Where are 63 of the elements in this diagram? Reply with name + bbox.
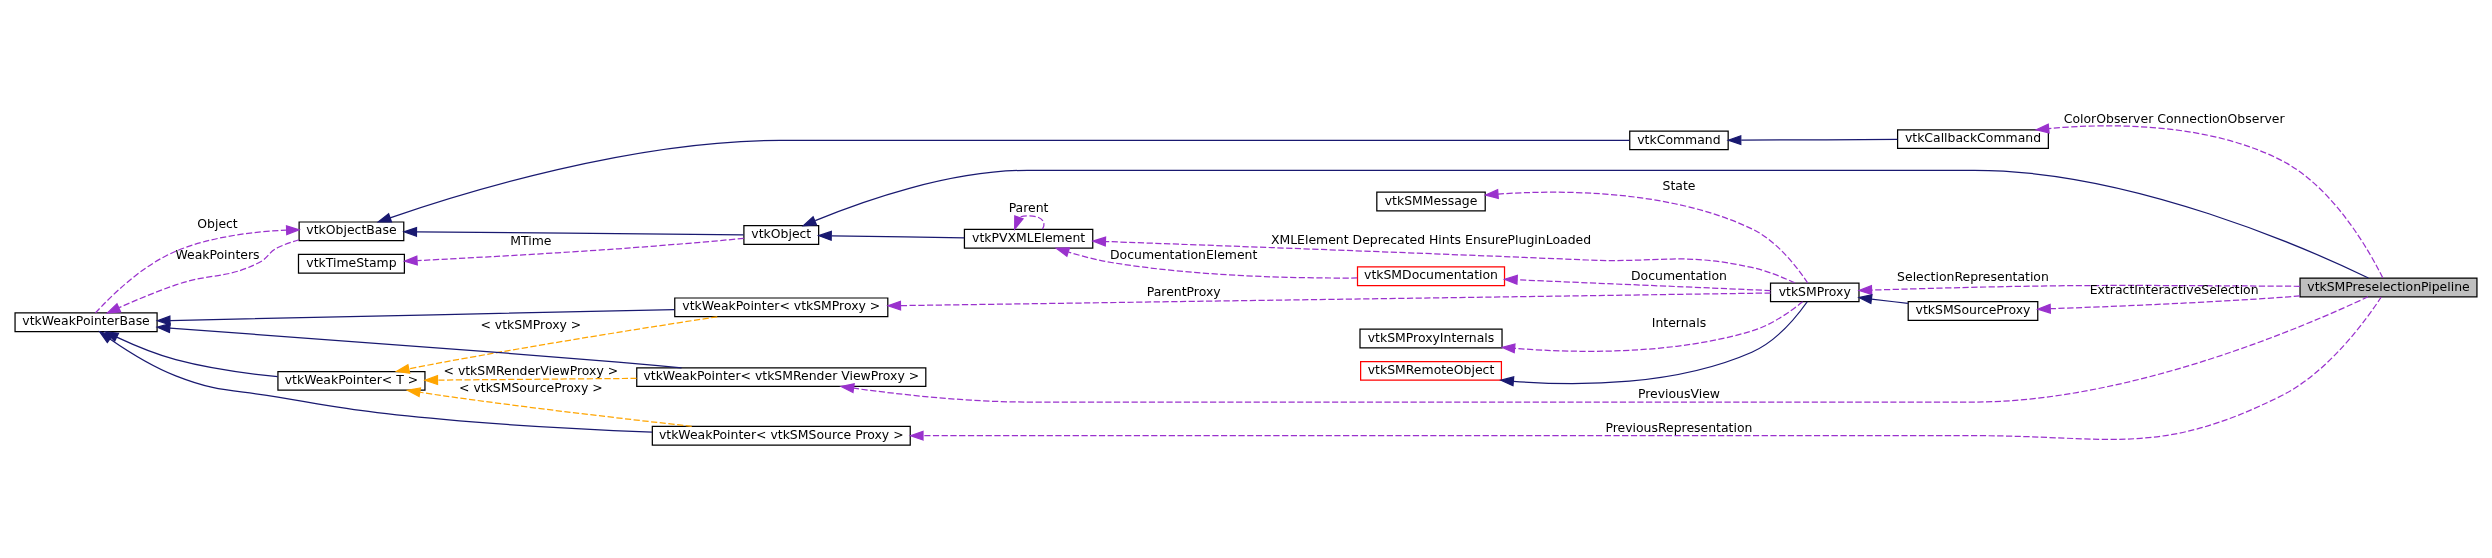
node-box: vtkWeakPointer< vtkSMProxy > <box>674 297 889 318</box>
edge-label: Documentation <box>1631 267 1727 283</box>
node-box: vtkSMDocumentation <box>1356 266 1506 287</box>
node-box: vtkPVXMLElement <box>963 228 1094 249</box>
edge-label: XMLElement Deprecated Hints EnsurePluginLoaded <box>1270 231 1592 247</box>
edge-label: PreviousRepresentation <box>1605 419 1753 435</box>
arrow <box>405 387 693 427</box>
arrow <box>423 374 638 386</box>
edge-label: Internals <box>1651 315 1707 331</box>
edge-label: < vtkSMProxy > <box>480 316 582 332</box>
edge-label: State <box>1662 178 1696 194</box>
node-box: vtkSMPreselectionPipeline <box>2299 277 2478 298</box>
arrow <box>1857 293 1909 305</box>
node-box: vtkSMProxyInternals <box>1359 328 1503 349</box>
arrow <box>1091 236 1796 284</box>
arrow <box>801 169 2370 279</box>
arrow <box>2035 295 2301 314</box>
edge-label: WeakPointers <box>175 246 260 262</box>
arrow <box>155 322 683 369</box>
node-box: vtkSMSourceProxy <box>1907 301 2039 322</box>
node-box: vtkSMProxy <box>1769 282 1860 303</box>
arrow <box>1500 301 1804 354</box>
arrow <box>376 139 1631 223</box>
edge-label: Parent <box>1008 200 1049 216</box>
arrow <box>1857 284 2301 296</box>
edge-label: Object <box>197 215 238 231</box>
arrow <box>94 224 301 314</box>
edge-label: SelectionRepresentation <box>1897 269 2049 285</box>
node-box: vtkWeakPointer< T > <box>277 370 426 391</box>
arrow <box>886 292 1772 311</box>
edge-label: ExtractInteractiveSelection <box>2089 281 2259 297</box>
node-box: vtkObjectBase <box>298 221 405 242</box>
arrow <box>839 296 2369 403</box>
arrow <box>1726 134 1899 146</box>
arrow <box>816 230 965 242</box>
edge-label: ColorObserver ConnectionObserver <box>2063 110 2285 126</box>
edge-label: MTime <box>510 233 552 249</box>
arrow <box>105 239 300 314</box>
node-box: vtkTimeStamp <box>297 253 405 274</box>
node-box: vtkCallbackCommand <box>1897 129 2049 150</box>
edge-label: < vtkSMSourceProxy > <box>459 380 603 396</box>
node-box: vtkWeakPointer< vtkSMRender ViewProxy > <box>636 367 927 388</box>
edge-label: DocumentationElement <box>1110 246 1258 262</box>
arrow <box>1499 301 1808 387</box>
edge-label: ParentProxy <box>1146 284 1221 300</box>
arrow <box>2034 123 2384 279</box>
arrow <box>155 309 676 326</box>
arrow <box>908 296 2382 441</box>
arrow <box>1502 274 1772 292</box>
arrow <box>402 237 745 266</box>
node-box: vtkCommand <box>1629 130 1729 151</box>
node-box: vtkObject <box>743 225 820 246</box>
arrow <box>1014 215 1045 231</box>
arrow <box>394 316 718 374</box>
node-box: vtkWeakPointerBase <box>14 312 158 333</box>
node-box: vtkWeakPointer< vtkSMSource Proxy > <box>651 425 911 446</box>
edge-label: < vtkSMRenderViewProxy > <box>443 362 619 378</box>
node-box: vtkSMMessage <box>1376 191 1486 212</box>
edge-label: PreviousView <box>1637 386 1720 402</box>
arrow <box>1054 247 1358 279</box>
arrow <box>1483 188 1809 284</box>
node-box: vtkSMRemoteObject <box>1360 360 1503 381</box>
arrow <box>402 226 745 238</box>
